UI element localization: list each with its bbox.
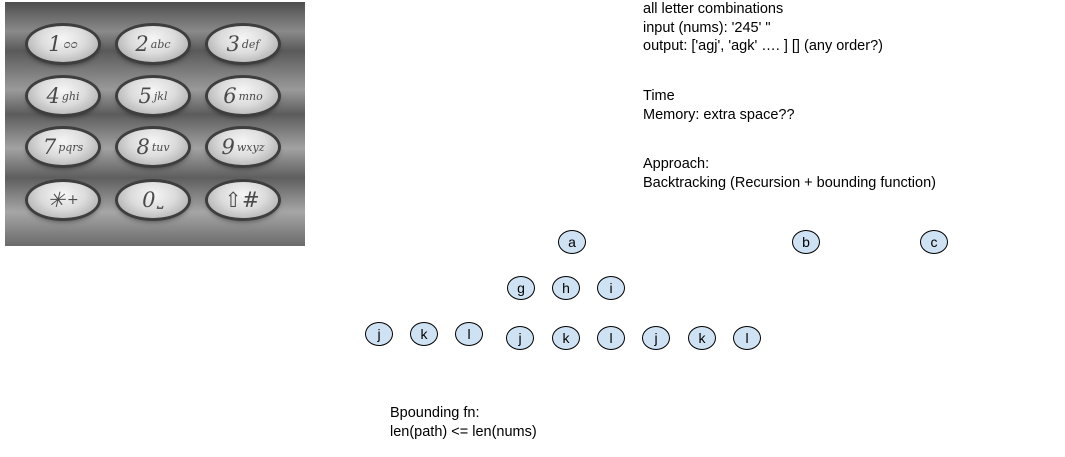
note-line: all letter combinations <box>643 1 784 17</box>
key-letters: ᴑᴑ <box>63 37 78 51</box>
note-line: Memory: extra space?? <box>643 106 795 123</box>
tree-node: k <box>552 326 580 350</box>
key-letters: ⎵ <box>157 190 164 209</box>
key-digit: 2 <box>135 32 149 56</box>
key-0: 0⎵ <box>118 182 188 218</box>
tree-node: j <box>642 326 670 350</box>
tree-node: g <box>507 276 535 300</box>
note-line: len(path) <= len(nums) <box>390 423 537 440</box>
tree-node: c <box>920 230 948 254</box>
tree-node: i <box>597 276 625 300</box>
key-letters: jkl <box>153 89 168 103</box>
tree-node: l <box>597 326 625 350</box>
tree-node: k <box>688 326 716 350</box>
key-star: ✳+ <box>28 182 98 218</box>
key-digit: 4 <box>46 84 60 108</box>
tree-node: a <box>558 230 586 254</box>
key-digit: 7 <box>42 135 57 159</box>
tree-node: l <box>455 322 483 346</box>
key-digit: ⇧# <box>224 188 260 212</box>
key-digit: 9 <box>221 135 235 159</box>
note-line: input (nums): '245' " <box>643 19 771 36</box>
key-digit: 6 <box>223 84 237 108</box>
tree-node: b <box>792 230 820 254</box>
approach-notes: Approach: Backtracking (Recursion + boun… <box>643 155 936 192</box>
note-line: Backtracking (Recursion + bounding funct… <box>643 174 936 191</box>
key-digit: 3 <box>226 32 240 56</box>
key-digit: 8 <box>136 135 150 159</box>
key-digit: 0 <box>142 188 156 212</box>
tree-node: j <box>506 326 534 350</box>
key-digit: 1 <box>48 32 62 56</box>
key-letters: pqrs <box>58 140 84 154</box>
key-letters: def <box>241 37 260 51</box>
note-line: Bpounding fn: <box>390 405 480 421</box>
key-letters: abc <box>150 37 171 51</box>
key-letters: tuv <box>151 140 170 154</box>
note-line: Time <box>643 88 675 104</box>
key-hash: ⇧# <box>208 182 278 218</box>
note-line: output: ['agj', 'agk' …. ] [] (any order… <box>643 38 883 54</box>
key-digit: 5 <box>138 84 152 108</box>
tree-node: l <box>733 326 761 350</box>
bounding-notes: Bpounding fn: len(path) <= len(nums) <box>390 404 537 441</box>
tree-node: k <box>410 322 438 346</box>
key-letters: + <box>66 192 79 208</box>
key-letters: wxyz <box>236 140 265 154</box>
key-letters: mno <box>238 89 263 103</box>
note-line: Approach: <box>643 156 710 172</box>
tree-node: h <box>552 276 580 300</box>
tree-node: j <box>365 322 393 346</box>
key-letters: ghi <box>61 89 80 103</box>
problem-notes: all letter combinations input (nums): '2… <box>643 0 883 56</box>
complexity-notes: Time Memory: extra space?? <box>643 87 795 124</box>
key-digit: ✳ <box>47 188 65 212</box>
